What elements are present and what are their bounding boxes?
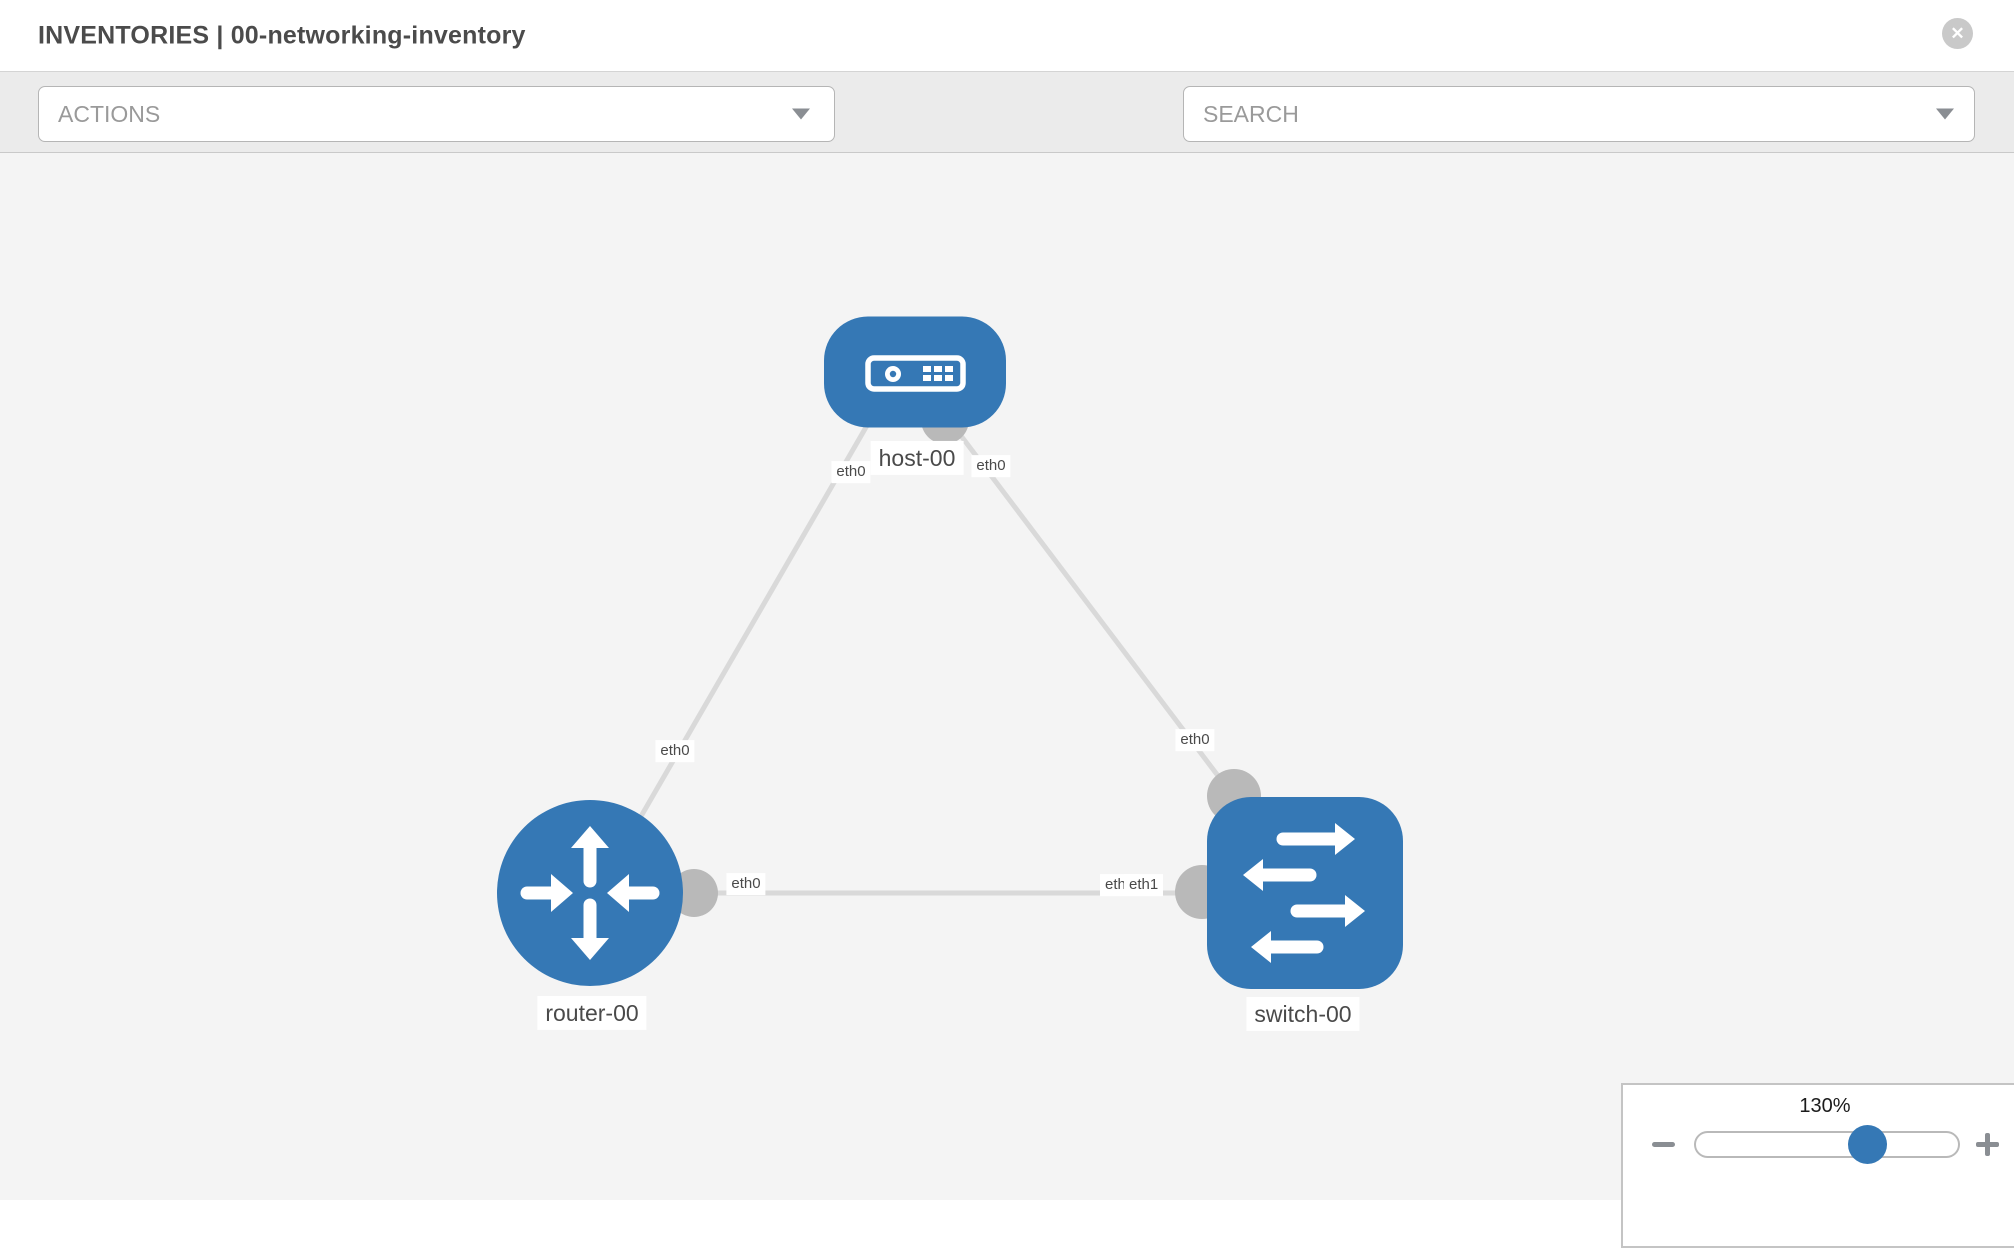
- close-icon: ✕: [1950, 24, 1965, 43]
- zoom-percent: 130%: [1799, 1095, 1851, 1117]
- node-host-00[interactable]: [824, 316, 1006, 428]
- page-title: INVENTORIES | 00-networking-inventory: [38, 21, 526, 49]
- topology-svg: [497, 316, 1403, 989]
- interface-label: eth0: [831, 461, 871, 483]
- node-label-host-00[interactable]: host-00: [870, 440, 964, 476]
- actions-dropdown[interactable]: ACTIONS: [38, 86, 835, 142]
- zoom-slider-thumb[interactable]: [1847, 1125, 1887, 1164]
- node-label-switch-00[interactable]: switch-00: [1246, 996, 1360, 1032]
- close-button[interactable]: ✕: [1942, 18, 1973, 49]
- interface-label: eth1: [1124, 874, 1164, 896]
- labels-layer: host-00 router-00 switch-00 eth0 eth0 eth0 eth…: [0, 153, 2014, 1200]
- interface-label: eth0: [655, 740, 695, 762]
- interface-label: eth0: [971, 455, 1011, 477]
- chevron-down-icon: [1936, 108, 1954, 120]
- toolbar: ACTIONS SEARCH: [0, 72, 2014, 202]
- node-label-router-00[interactable]: router-00: [537, 995, 647, 1031]
- minus-icon[interactable]: [1652, 1142, 1675, 1147]
- actions-dropdown-label: ACTIONS: [58, 100, 161, 127]
- search-dropdown[interactable]: SEARCH: [1183, 86, 1975, 142]
- chevron-down-icon: [792, 108, 810, 120]
- interface-label: eth0: [726, 873, 766, 895]
- node-switch-00[interactable]: [1207, 797, 1403, 989]
- search-dropdown-label: SEARCH: [1203, 100, 1299, 127]
- node-router-00[interactable]: [497, 800, 683, 986]
- topology-canvas[interactable]: host-00 router-00 switch-00 eth0 eth0 eth0 eth…: [0, 153, 2014, 1248]
- interface-label: eth0: [1175, 729, 1215, 751]
- zoom-control-panel: 130%: [1621, 1083, 2014, 1248]
- header: INVENTORIES | 00-networking-inventory ✕: [0, 0, 2014, 72]
- zoom-slider[interactable]: [1694, 1125, 1960, 1164]
